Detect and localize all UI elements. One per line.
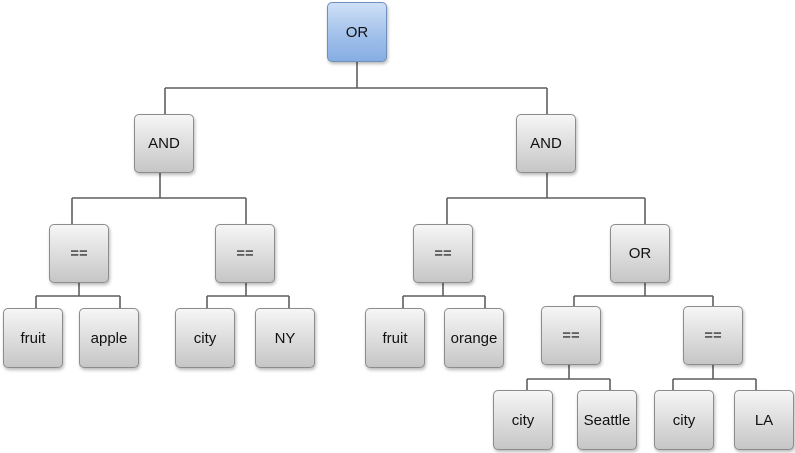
leaf-node-city: city: [175, 308, 235, 368]
leaf-node-ny: NY: [255, 308, 315, 368]
leaf-node-fruit: fruit: [3, 308, 63, 368]
inner-or-node: OR: [610, 224, 670, 283]
equals-node-fruit-apple: ==: [49, 224, 109, 283]
leaf-node-la: LA: [734, 390, 794, 450]
leaf-node-orange: orange: [444, 308, 504, 368]
equals-node-city-la: ==: [683, 306, 743, 365]
leaf-node-apple: apple: [79, 308, 139, 368]
equals-node-fruit-orange: ==: [413, 224, 473, 283]
root-or-node: OR: [327, 2, 387, 62]
equals-node-city-ny: ==: [215, 224, 275, 283]
leaf-node-city: city: [493, 390, 553, 450]
equals-node-city-seattle: ==: [541, 306, 601, 365]
leaf-node-city: city: [654, 390, 714, 450]
left-and-node: AND: [134, 114, 194, 173]
leaf-node-fruit: fruit: [365, 308, 425, 368]
right-and-node: AND: [516, 114, 576, 173]
leaf-node-seattle: Seattle: [577, 390, 637, 450]
